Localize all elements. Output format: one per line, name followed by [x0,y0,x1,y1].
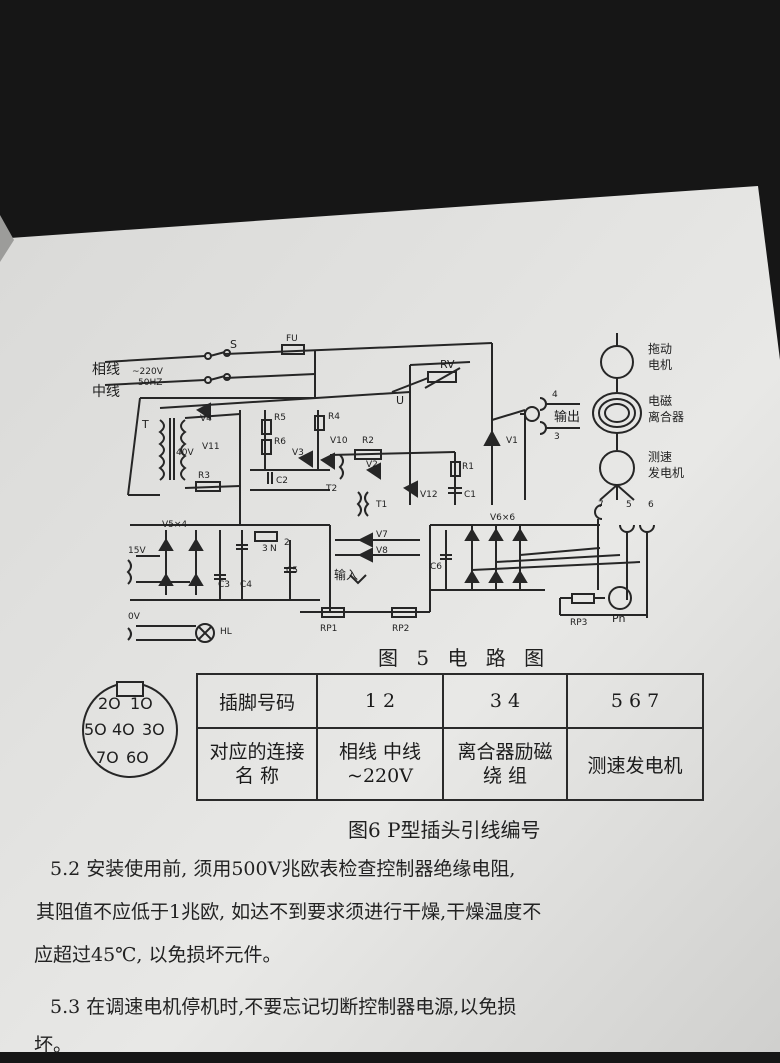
label-output: 输出 [554,410,581,425]
comp-pin-2: 2 [284,538,290,548]
table-cell: 5 6 7 [566,673,704,729]
comp-v10: V10 [330,436,348,446]
label-tacho-2: 发电机 [648,466,685,480]
table-row-label: 对应的连接名 称 [196,727,318,801]
label-clutch: 电磁 [648,394,673,408]
label-switch: S [230,338,237,351]
terminal-6: 6 [648,500,654,510]
comp-pin-3: 3 [262,544,268,554]
comp-t1: T1 [376,500,388,510]
table-cell: 3 4 [442,673,568,729]
comp-r5: R5 [274,413,286,423]
comp-r2: R2 [362,436,374,446]
terminal-3: 3 [554,432,560,442]
paragraph-line: 5.2 安装使用前, 须用500V兆欧表检查控制器绝缘电阻, [50,858,516,880]
label-neutral: 中线 [92,384,120,400]
table-cell: 1 2 [316,673,444,729]
figure5-caption: 图 5 电 路 图 [378,646,551,670]
label-clutch-2: 离合器 [648,410,685,424]
comp-c5: C5 [286,566,299,576]
comp-c4: C4 [240,580,253,590]
label-frequency: 50HZ [138,378,163,388]
label-transformer: T [142,418,149,431]
pin-1: 1O [130,694,153,713]
paragraph-line: 5.3 在调速电机停机时,不要忘记切断控制器电源,以免损 [50,996,517,1018]
terminal-5: 5 [626,500,632,510]
label-drive-motor: 拖动 [648,342,673,356]
paragraph-line: 应超过45℃, 以免损坏元件。 [34,944,282,966]
label-phase: 相线 [92,362,120,378]
label-fuse: FU [286,334,298,344]
comp-v4: V4 [200,414,212,424]
comp-pn: Pn [612,612,626,625]
label-0v: 0V [128,612,140,622]
paragraph-line: 其阻值不应低于1兆欧, 如达不到要求须进行干燥,干燥温度不 [36,901,542,923]
table-cell: 测速发电机 [566,727,704,801]
label-input: 输入 [334,568,359,582]
comp-v8: V8 [376,546,388,556]
comp-rp2: RP2 [392,624,410,634]
comp-hl: HL [220,627,232,637]
label-varistor: RV [440,358,455,371]
comp-v6x6: V6×6 [490,513,516,523]
table-cell: 相线 中线 ~220V [316,727,444,801]
comp-rp1: RP1 [320,624,338,634]
comp-r4: R4 [328,412,340,422]
pin-4: 4O [112,720,135,739]
comp-v1: V1 [506,436,518,446]
comp-r1: R1 [462,462,474,472]
table-row: 对应的连接名 称 相线 中线 ~220V 离合器励磁绕 组 测速发电机 [196,727,704,801]
label-40v: 40V [176,448,194,458]
comp-v2: V2 [366,460,378,470]
comp-c6: C6 [430,562,443,572]
label-voltage: ~220V [132,367,163,377]
table-row: 插脚号码 1 2 3 4 5 6 7 [196,673,704,729]
table-header-label: 插脚号码 [196,673,318,729]
figure6-caption: 图6 P型插头引线编号 [348,818,541,842]
comp-v5x4: V5×4 [162,520,188,530]
comp-v3: V3 [292,448,304,458]
label-drive-motor-2: 电机 [648,358,673,372]
comp-r3: R3 [198,471,210,481]
label-u: U [396,394,405,407]
label-15v: 15V [128,546,146,556]
pin-3: 3O [142,720,165,739]
pin-7: 7O [96,748,119,767]
paragraph-line: 坏。 [34,1034,73,1056]
terminal-4: 4 [552,390,558,400]
comp-r6: R6 [274,437,286,447]
comp-c2: C2 [276,476,289,486]
comp-c1: C1 [464,490,477,500]
comp-v11: V11 [202,442,220,452]
pin-2: 2O [98,694,121,713]
terminal-7: 7 [598,500,604,510]
pin-5: 5O [84,720,107,739]
comp-rp3: RP3 [570,618,588,628]
comp-t2: T2 [326,484,338,494]
label-tacho: 测速 [648,450,673,464]
pin-assignment-table: 插脚号码 1 2 3 4 5 6 7 对应的连接名 称 相线 中线 ~220V … [196,673,704,801]
table-cell: 离合器励磁绕 组 [442,727,568,801]
comp-v7: V7 [376,530,388,540]
pin-6: 6O [126,748,149,767]
comp-c3: C3 [218,580,231,590]
comp-v12: V12 [420,490,438,500]
comp-pin-n: N [270,544,277,554]
